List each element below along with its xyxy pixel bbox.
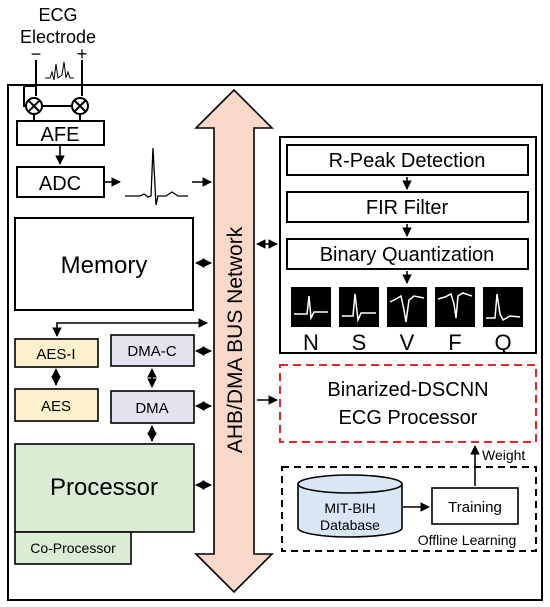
electrode-title-line2: Electrode — [20, 27, 96, 47]
co-processor-block — [14, 531, 132, 565]
bdscnn-label-line2: ECG Processor — [339, 407, 478, 429]
electrode-minus: − — [31, 44, 42, 64]
database-label-line1: MIT-BIH — [324, 500, 375, 516]
bdscnn-label-line1: Binarized-DSCNN — [327, 379, 488, 401]
ahb-dma-bus-arrow — [194, 88, 274, 594]
beat-thumbnail-n — [291, 287, 331, 327]
electrode-title-line1: ECG — [38, 5, 77, 25]
dma-c-label: DMA-C — [127, 343, 176, 360]
aes-label: AES — [41, 398, 71, 415]
processor-label: Processor — [50, 474, 158, 501]
offline-learning-container — [281, 466, 537, 552]
dma-c-block — [110, 334, 195, 367]
adc-label: ADC — [39, 173, 81, 195]
r-peak-detection-label: R-Peak Detection — [329, 150, 486, 172]
afe-block — [16, 120, 105, 146]
bus-label: AHB/DMA BUS Network — [224, 226, 247, 453]
training-label: Training — [448, 499, 502, 516]
dma-label: DMA — [135, 400, 168, 417]
ecg-signal-icon — [125, 147, 188, 206]
afe-label: AFE — [41, 124, 80, 146]
fir-filter-label: FIR Filter — [366, 197, 449, 219]
processor-block — [14, 443, 195, 533]
memory-label: Memory — [61, 252, 148, 279]
offline-learning-label: Offline Learning — [418, 532, 517, 548]
class-label-v: V — [400, 330, 415, 355]
memory-block — [14, 217, 194, 311]
database-label-line2: Database — [320, 517, 380, 533]
weight-label: Weight — [482, 447, 525, 463]
bdscnn-processor-block — [279, 364, 537, 443]
electrode-plus: + — [77, 44, 88, 64]
r-peak-detection-block — [286, 144, 529, 176]
class-label-n: N — [303, 330, 319, 355]
database-icon — [297, 474, 403, 538]
electrode-waveform-icon — [45, 61, 74, 81]
class-label-q: Q — [494, 330, 511, 355]
training-block — [431, 487, 519, 525]
binary-quantization-block — [286, 238, 529, 270]
binary-quantization-label: Binary Quantization — [320, 244, 495, 266]
aes-block — [14, 388, 99, 422]
class-label-f: F — [448, 330, 461, 355]
dma-block — [110, 390, 195, 424]
aes-i-label: AES-I — [36, 346, 75, 363]
beat-thumbnail-v — [387, 287, 427, 327]
chip-boundary — [7, 84, 543, 601]
beat-thumbnail-s — [339, 287, 379, 327]
beat-thumbnail-q — [483, 287, 523, 327]
fir-filter-block — [286, 191, 529, 223]
co-processor-label: Co-Processor — [30, 540, 116, 556]
class-label-s: S — [352, 330, 367, 355]
aes-i-block — [14, 338, 99, 368]
beat-thumbnail-f — [435, 287, 475, 327]
